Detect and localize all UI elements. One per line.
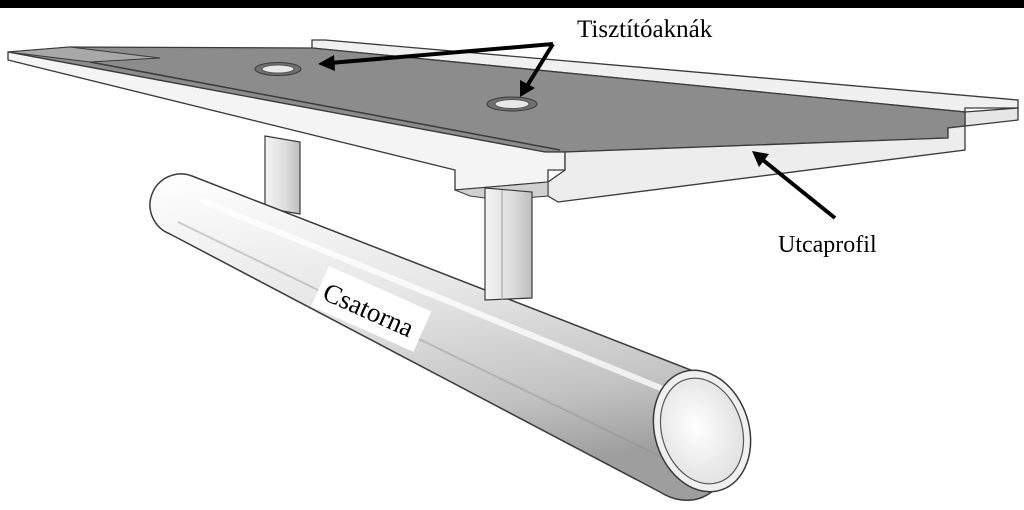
manhole-shaft-right (484, 187, 533, 301)
left-curb-strip (7, 46, 161, 63)
sewer-pipe (149, 173, 752, 502)
manhole-shaft-left (264, 135, 301, 215)
label-manholes: Tisztítóaknák (577, 16, 713, 43)
label-street-profile: Utcaprofil (778, 232, 877, 258)
arrow-to-manhole-left (318, 42, 554, 71)
arrow-to-manhole-right (520, 42, 555, 97)
manhole-left (254, 62, 302, 76)
curb-line (89, 61, 561, 151)
arrow-to-street-profile (752, 151, 837, 220)
top-border-bar (0, 0, 1024, 8)
slab-front-edge (7, 51, 566, 191)
slab-right-face (547, 125, 966, 203)
back-rail-front (964, 107, 1019, 127)
manhole-right (486, 96, 538, 112)
